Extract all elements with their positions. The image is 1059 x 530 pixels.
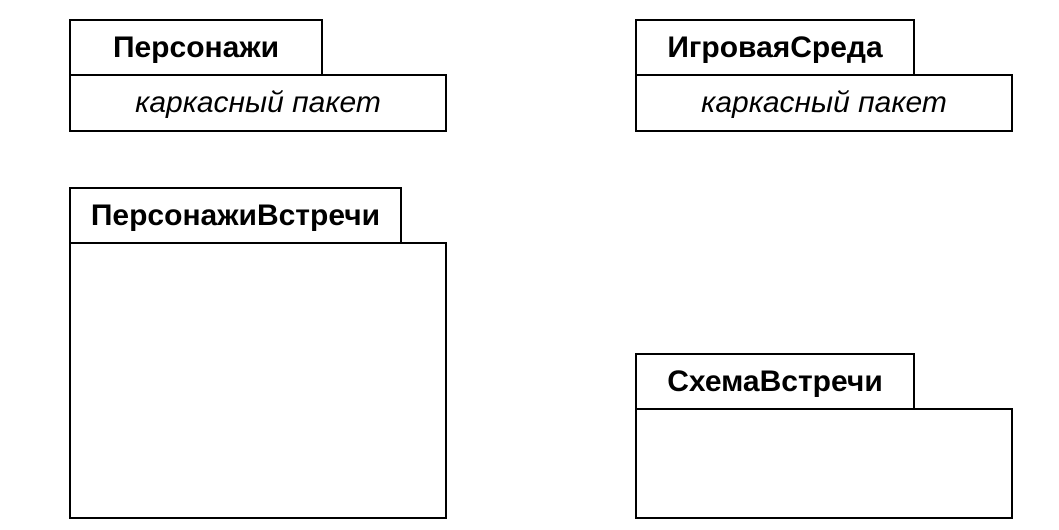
package-personazhi-vstrechi: ПерсонажиВстречи [69,187,447,519]
package-personazhi: Персонажи каркасный пакет [69,19,447,132]
package-stereotype: каркасный пакет [635,74,1013,132]
package-body [69,242,447,519]
package-igrovaya-sreda: ИгроваяСреда каркасный пакет [635,19,1013,132]
package-name: Персонажи [69,19,323,76]
package-name: ПерсонажиВстречи [69,187,402,244]
package-stereotype: каркасный пакет [69,74,447,132]
package-name: ИгроваяСреда [635,19,915,76]
package-skhema-vstrechi: СхемаВстречи [635,353,1013,519]
package-name: СхемаВстречи [635,353,915,410]
package-body [635,408,1013,519]
